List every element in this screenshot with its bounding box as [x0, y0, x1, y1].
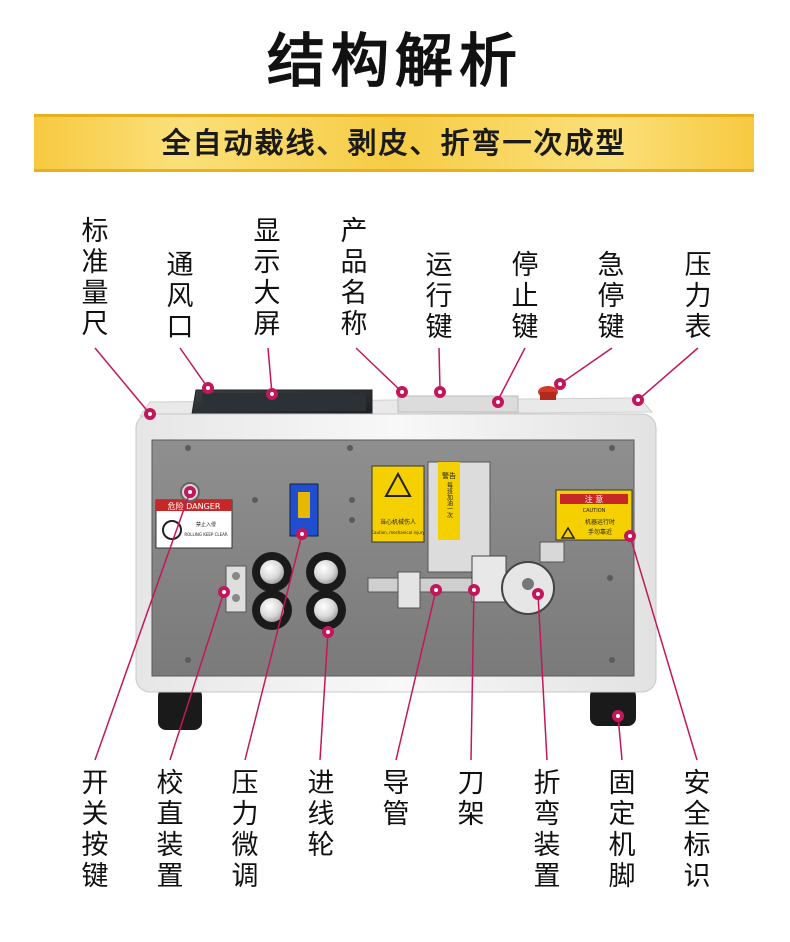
svg-text:机器运行时: 机器运行时 — [585, 518, 615, 526]
svg-text:危险 DANGER: 危险 DANGER — [168, 501, 221, 511]
label-text: 压力表 — [684, 250, 712, 343]
label-cutter-holder: 刀架 — [454, 768, 488, 830]
guide-tube — [367, 577, 479, 593]
marker-dots — [144, 378, 644, 722]
label-text: 停止键 — [511, 250, 539, 343]
label-product-name: 产品名称 — [337, 216, 371, 340]
label-straightener: 校直装置 — [153, 768, 187, 892]
right-foot — [590, 688, 636, 726]
label-vent: 通风口 — [163, 250, 197, 343]
label-text: 显示大屏 — [253, 216, 281, 340]
label-power-switch: 开关按键 — [78, 768, 112, 892]
label-emergency-stop-key: 急停键 — [594, 250, 628, 343]
label-text: 折弯装置 — [533, 768, 561, 892]
svg-text:当心机械伤人: 当心机械伤人 — [380, 518, 416, 526]
label-text: 进线轮 — [307, 768, 335, 861]
svg-text:注 意: 注 意 — [585, 494, 604, 504]
label-text: 开关按键 — [81, 768, 109, 892]
label-fixed-foot: 固定机脚 — [605, 768, 639, 892]
control-panel — [397, 395, 519, 413]
label-text: 压力微调 — [231, 768, 259, 892]
feed-wheels — [252, 552, 346, 630]
label-text: 导管 — [382, 768, 410, 830]
label-text: 产品名称 — [340, 216, 368, 340]
label-text: 运行键 — [425, 250, 453, 343]
label-standard-ruler: 标准量尺 — [78, 216, 112, 340]
label-guide-tube: 导管 — [379, 768, 413, 830]
label-safety-sign: 安全标识 — [680, 768, 714, 892]
label-text: 安全标识 — [683, 768, 711, 892]
label-pressure-fine-tune: 压力微调 — [228, 768, 262, 892]
label-stop-key: 停止键 — [508, 250, 542, 343]
label-run-key: 运行键 — [422, 250, 456, 343]
svg-text:禁止入侵: 禁止入侵 — [196, 521, 216, 528]
label-text: 固定机脚 — [608, 768, 636, 892]
svg-text:警告: 警告 — [442, 471, 456, 480]
left-foot — [158, 688, 202, 730]
label-feed-wheel: 进线轮 — [304, 768, 338, 861]
mechanical-warning-sticker — [371, 465, 425, 543]
svg-text:Caution, mechanical injury: Caution, mechanical injury — [371, 530, 425, 535]
label-bending-device: 折弯装置 — [530, 768, 564, 892]
leader-lines — [94, 347, 699, 761]
label-text: 急停键 — [597, 250, 625, 343]
svg-text:CAUTION: CAUTION — [583, 508, 606, 514]
svg-text:手勿靠近: 手勿靠近 — [588, 528, 612, 536]
label-pressure-gauge: 压力表 — [681, 250, 715, 343]
svg-text:每班加油一次: 每班加油一次 — [446, 481, 453, 519]
label-display: 显示大屏 — [250, 216, 284, 340]
svg-text:ROLLING KEEP CLEAR: ROLLING KEEP CLEAR — [184, 532, 228, 537]
page-title: 结构解析 — [266, 27, 523, 95]
label-text: 校直装置 — [156, 768, 184, 892]
subtitle-banner: 全自动裁线、剥皮、折弯一次成型 — [34, 114, 754, 172]
label-text: 刀架 — [457, 768, 485, 830]
subtitle-text: 全自动裁线、剥皮、折弯一次成型 — [161, 126, 627, 160]
label-text: 通风口 — [166, 250, 194, 343]
label-text: 标准量尺 — [81, 216, 109, 340]
